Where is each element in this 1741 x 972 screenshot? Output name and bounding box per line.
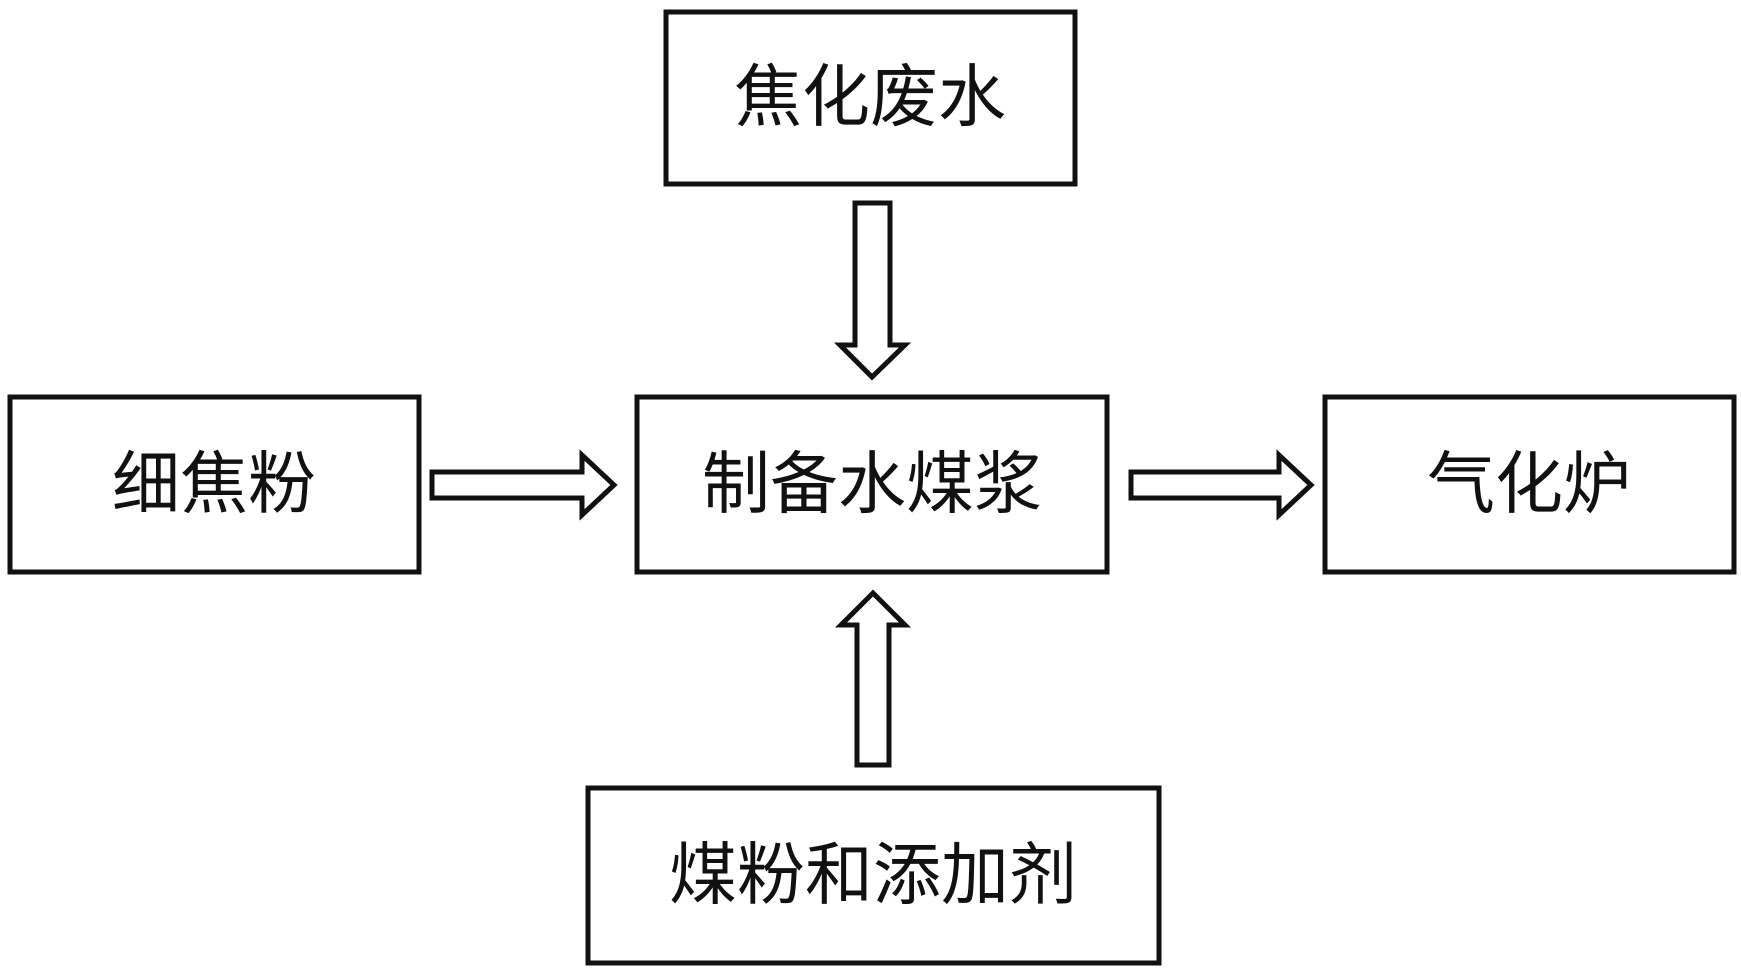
arrow-cws-to-gasifier [1128, 449, 1315, 521]
node-coal-powder-additive: 煤粉和添加剂 [585, 785, 1162, 966]
arrow-coal-additive-to-cws [834, 589, 912, 768]
node-gasifier-label: 气化炉 [1427, 446, 1631, 525]
arrow-coke-powder-to-cws [429, 449, 618, 521]
node-prepare-cws: 制备水煤浆 [634, 394, 1110, 575]
node-coking-wastewater-label: 焦化废水 [734, 59, 1006, 138]
node-coking-wastewater: 焦化废水 [663, 9, 1078, 187]
node-gasifier: 气化炉 [1322, 394, 1737, 575]
node-fine-coke-powder: 细焦粉 [7, 394, 422, 575]
node-prepare-cws-label: 制备水煤浆 [702, 446, 1042, 525]
arrow-wastewater-to-cws [833, 200, 912, 381]
node-coal-powder-additive-label: 煤粉和添加剂 [669, 837, 1077, 916]
node-fine-coke-powder-label: 细焦粉 [112, 446, 316, 525]
